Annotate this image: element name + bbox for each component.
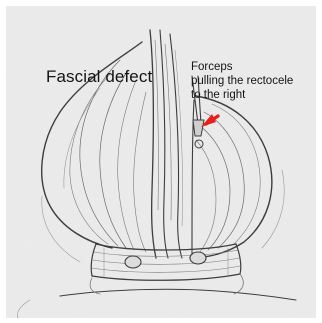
- forceps-label-line3: to the right: [191, 88, 245, 102]
- forceps-label-line2: pulling the rectocele: [191, 74, 293, 88]
- forceps-label-line1: Forceps: [191, 60, 233, 74]
- fascial-defect-label: Fascial defect: [46, 67, 152, 87]
